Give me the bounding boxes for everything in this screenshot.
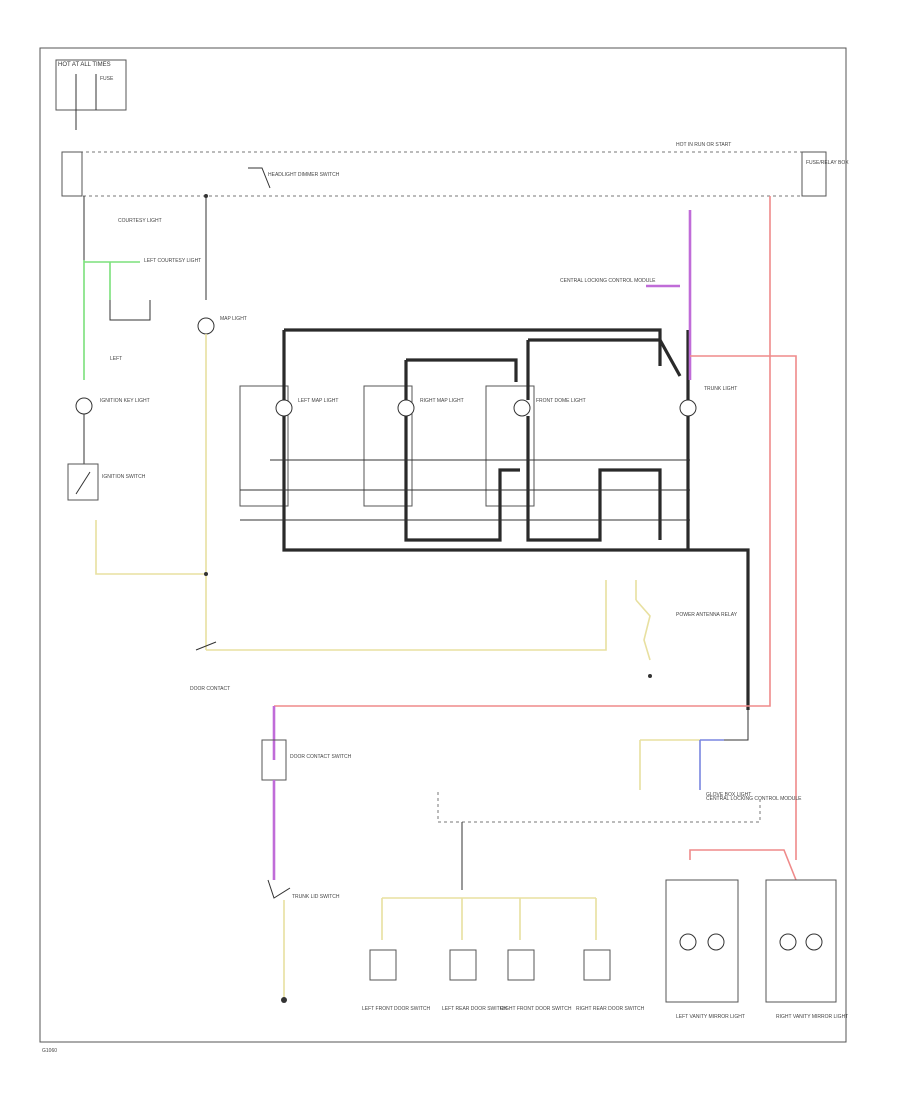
label-courtesy-light: COURTESY LIGHT [118,218,162,224]
label-footer: G1060 [42,1048,57,1054]
label-fuse-relay-box: FUSE/RELAY BOX [806,160,849,166]
fuse-relay-box [61,151,803,197]
ignition-key-light-bulb [75,397,93,415]
right-vanity-bulb [779,933,797,951]
label-fuse: FUSE [100,76,114,82]
map-light-group: LEFT MAP LIGHT RIGHT MAP LIGHT FRONT DOM… [239,385,737,507]
label-ignition-switch: IGNITION SWITCH [102,474,146,480]
right-vanity-box [765,879,837,1003]
label-trunk-light: TRUNK LIGHT [704,386,737,392]
label-headlight-dimmer: HEADLIGHT DIMMER SWITCH [268,172,340,178]
trunk-light-bulb [679,399,697,417]
left-vanity-box [665,879,739,1003]
label-ignition-key-light: IGNITION KEY LIGHT [100,398,150,404]
left-map-light-bulb [275,399,293,417]
label-door-contact: DOOR CONTACT SWITCH [290,754,352,760]
label-central-locking-1: CENTRAL LOCKING CONTROL MODULE [560,278,656,284]
label-left-front-door: LEFT FRONT DOOR SWITCH [362,1006,431,1012]
front-dome-bulb [513,399,531,417]
door-switches: LEFT FRONT DOOR SWITCH LEFT REAR DOOR SW… [362,949,645,1012]
label-front-dome: FRONT DOME LIGHT [536,398,586,404]
label-glove-box: GLOVE BOX LIGHT [706,792,751,798]
label-trunk-lid-switch: TRUNK LID SWITCH [292,894,340,900]
label-right-rear-door: RIGHT REAR DOOR SWITCH [576,1006,645,1012]
left-vanity-bulb [679,933,697,951]
label-map-light: MAP LIGHT [220,316,247,322]
svg-text:LEFT: LEFT [110,356,122,362]
map-light-bulb [197,317,215,335]
label-central-locking-2: CENTRAL LOCKING CONTROL MODULE [706,796,802,802]
label-right-front-door: RIGHT FRONT DOOR SWITCH [500,1006,572,1012]
diagram-frame [39,47,847,1043]
label-hot-at-all-times: HOT AT ALL TIMES [58,62,111,68]
label-right-map: RIGHT MAP LIGHT [420,398,464,404]
label-hot-in-run: HOT IN RUN OR START [676,142,731,148]
svg-text:DOOR CONTACT: DOOR CONTACT [190,686,230,692]
label-right-vanity: RIGHT VANITY MIRROR LIGHT [776,1014,848,1020]
hot-box [55,59,127,111]
label-power-antenna: POWER ANTENNA RELAY [676,612,738,618]
label-left-rear-door: LEFT REAR DOOR SWITCH [442,1006,507,1012]
label-lt-courtesy: LEFT COURTESY LIGHT [144,258,201,264]
label-left-vanity: LEFT VANITY MIRROR LIGHT [676,1014,745,1020]
right-map-light-bulb [397,399,415,417]
label-left-map: LEFT MAP LIGHT [298,398,338,404]
ignition-switch-box [67,463,99,501]
